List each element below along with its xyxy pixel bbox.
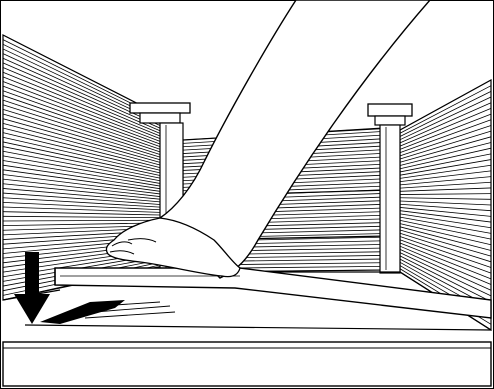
front-rail [3,342,491,386]
